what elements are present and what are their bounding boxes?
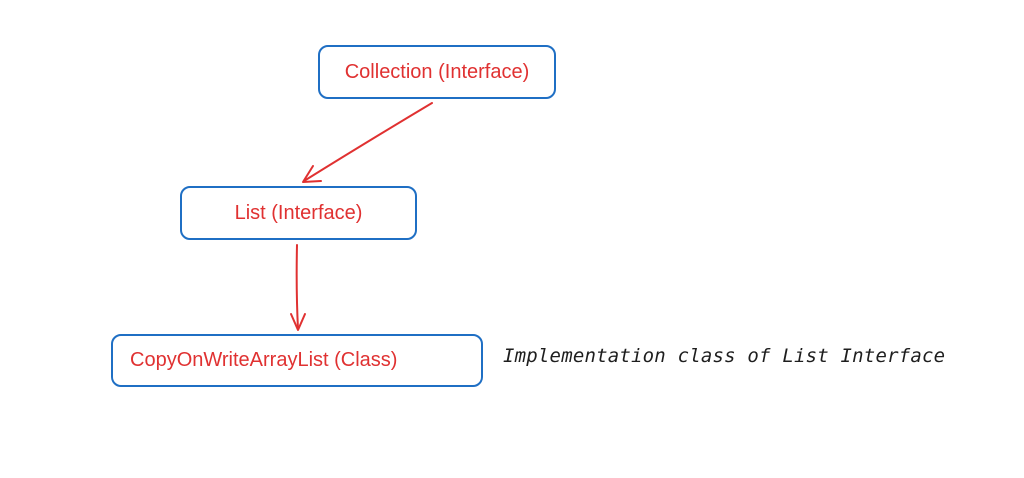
arrow-collection-to-list (302, 102, 433, 183)
node-label: List (Interface) (234, 201, 363, 224)
arrow-head (302, 165, 322, 183)
arrow-head (290, 313, 306, 331)
node-collection-interface: Collection (Interface) (318, 45, 556, 99)
node-label: Collection (Interface) (344, 60, 530, 83)
node-list-interface: List (Interface) (180, 186, 417, 240)
arrow-shaft (303, 102, 433, 182)
arrow-list-to-cowal (290, 244, 306, 331)
annotation-implementation-note: Implementation class of List Interface (503, 345, 946, 367)
node-label: CopyOnWriteArrayList (Class) (130, 349, 398, 371)
arrow-shaft (295, 244, 299, 330)
node-copyonwritearraylist-class: CopyOnWriteArrayList (Class) (111, 334, 483, 387)
